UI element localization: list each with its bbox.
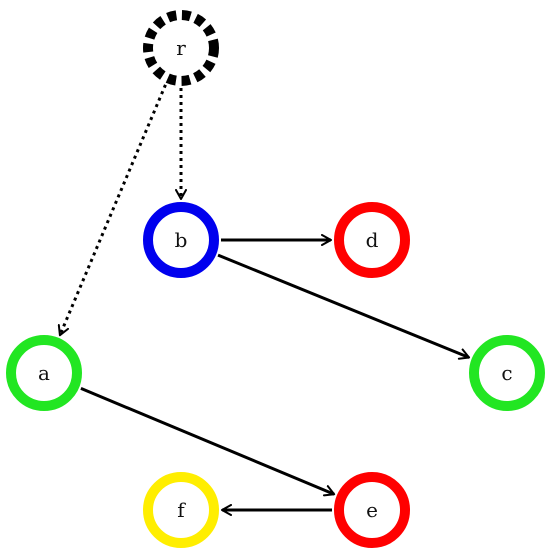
node-c: c (469, 335, 545, 411)
node-d: d (334, 202, 410, 278)
node-a: a (6, 335, 82, 411)
node-ring-e (334, 472, 410, 548)
node-label-r: r (176, 36, 186, 60)
node-r: r (143, 10, 219, 86)
edge-b-c (217, 253, 471, 360)
node-ring-b (143, 202, 219, 278)
edges-layer (57, 84, 471, 516)
node-ring-r (143, 10, 219, 86)
node-b: b (143, 202, 219, 278)
node-label-b: b (175, 228, 188, 252)
node-ring-a (6, 335, 82, 411)
node-label-f: f (177, 498, 186, 522)
nodes-layer: r b d a c f e (6, 10, 545, 548)
edge-r-a (57, 84, 167, 337)
node-ring-f (143, 472, 219, 548)
node-ring-d (334, 202, 410, 278)
node-label-c: c (501, 361, 512, 385)
node-label-a: a (38, 361, 50, 385)
node-label-e: e (366, 498, 378, 522)
node-e: e (334, 472, 410, 548)
edge-a-e (80, 387, 336, 497)
node-f: f (143, 472, 219, 548)
node-ring-c (469, 335, 545, 411)
node-label-d: d (366, 228, 379, 252)
